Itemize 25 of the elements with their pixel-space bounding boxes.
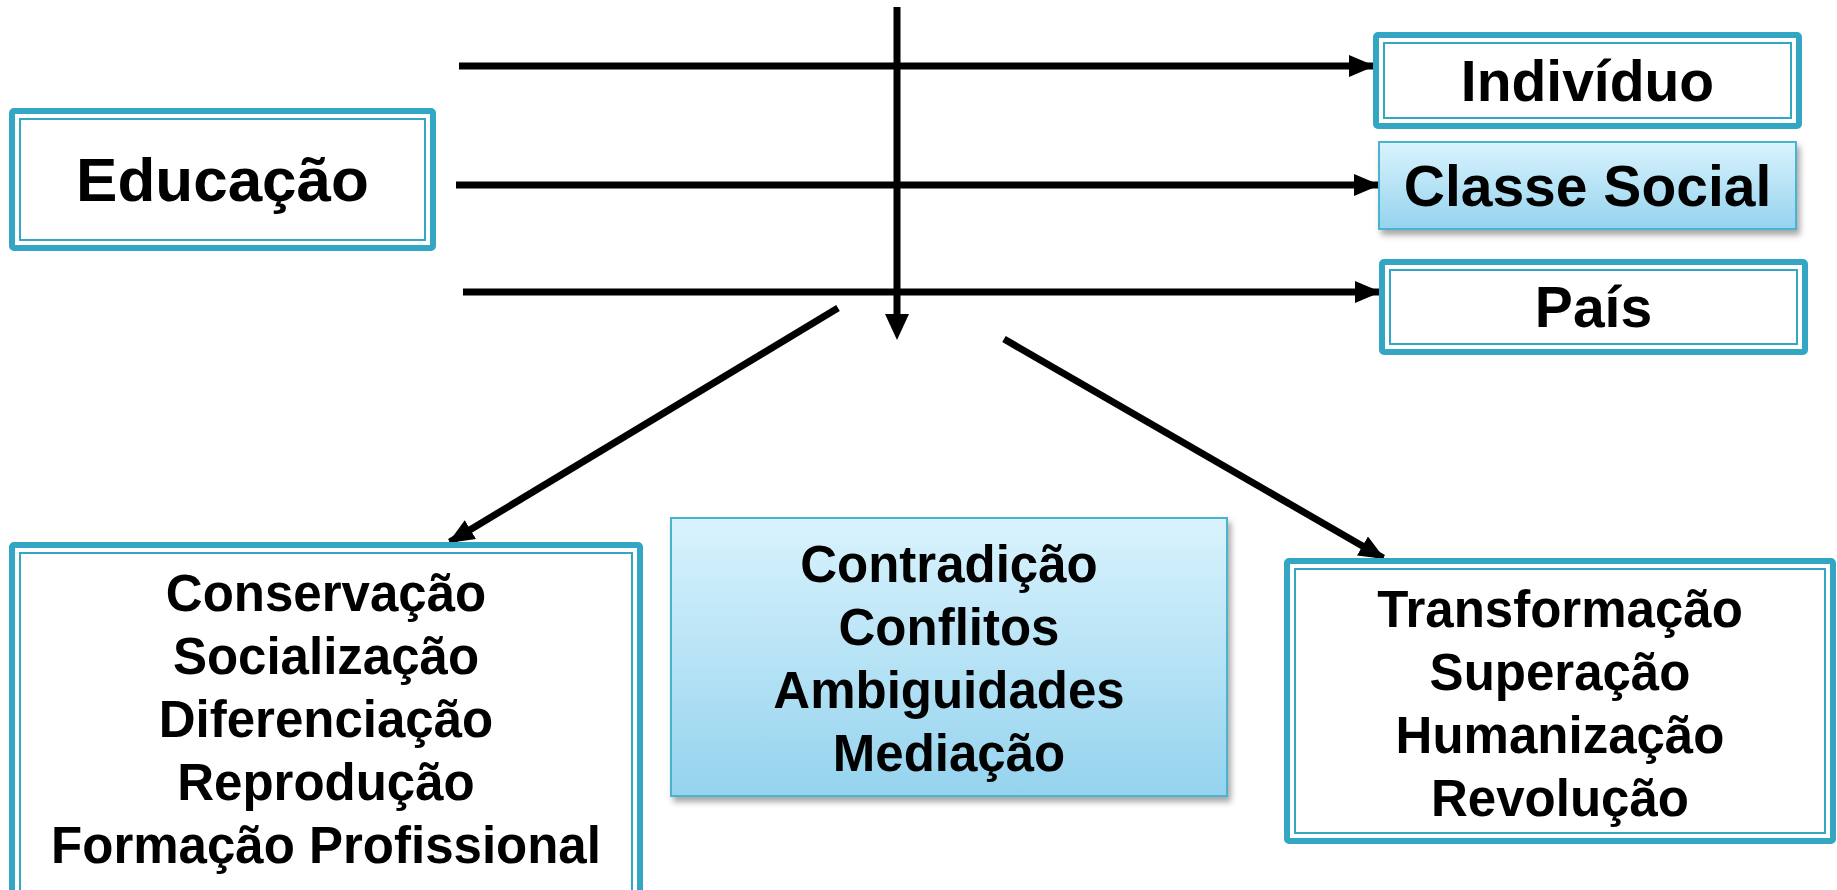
highlighted-box — [1378, 141, 1797, 230]
box-text: Formação Profissional — [51, 816, 601, 876]
framed-box — [1284, 558, 1836, 844]
box-text: Revolução — [1431, 769, 1689, 829]
box-text: Humanização — [1395, 706, 1725, 766]
framed-box — [1379, 259, 1808, 355]
box-text: Diferenciação — [158, 690, 494, 750]
framed-box — [1373, 32, 1802, 129]
box-text: Mediação — [832, 724, 1066, 784]
box-text: Reprodução — [177, 753, 475, 813]
arrow — [448, 305, 840, 545]
box-text: País — [1534, 275, 1653, 339]
box-text: Indivíduo — [1460, 48, 1715, 113]
box-text: Ambiguidades — [773, 661, 1125, 721]
highlighted-box — [670, 517, 1228, 797]
box-text: Conservação — [165, 564, 487, 624]
box-text: Transformação — [1377, 580, 1743, 640]
box-text: Conflitos — [838, 598, 1060, 658]
box-text: Contradição — [800, 535, 1098, 595]
box-text: Socialização — [172, 627, 480, 687]
box-text: Educação — [76, 144, 369, 215]
framed-box — [9, 542, 643, 890]
box-text: Superação — [1429, 643, 1691, 703]
box-text: Classe Social — [1403, 153, 1772, 218]
framed-box — [9, 108, 436, 251]
